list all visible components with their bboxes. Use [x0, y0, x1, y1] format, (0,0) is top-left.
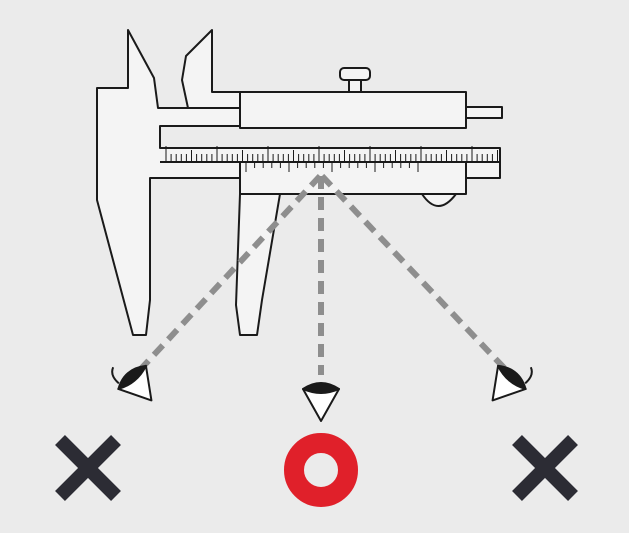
movable-jaw	[235, 193, 281, 336]
eye-icon	[302, 382, 340, 422]
vernier-slider	[239, 91, 467, 129]
sight-lines	[135, 173, 511, 375]
cross-icon	[55, 435, 121, 501]
vernier-scale-ticks	[245, 162, 419, 172]
eye-icon	[491, 364, 533, 402]
thumb-screw-post	[348, 79, 362, 93]
main-scale-body	[96, 29, 501, 336]
circle-icon	[284, 433, 358, 507]
vernier-slider-lower	[239, 161, 467, 195]
thumb-grip	[421, 193, 457, 207]
thumb-screw	[339, 67, 371, 81]
cross-icon	[512, 435, 578, 501]
movable-upper-jaw	[181, 29, 241, 109]
depth-rod	[461, 106, 503, 119]
sight-line-left	[135, 173, 323, 375]
vernier-caliper	[96, 29, 503, 336]
sight-line-right	[319, 173, 511, 375]
eye-icon	[111, 364, 153, 402]
main-scale-ticks	[165, 146, 498, 162]
